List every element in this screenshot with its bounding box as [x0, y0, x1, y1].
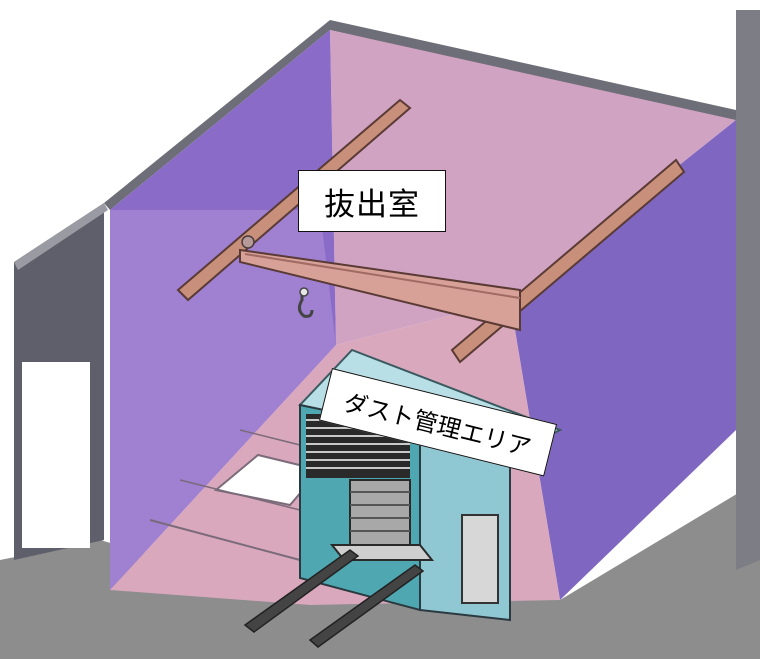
rail-left — [243, 549, 360, 633]
floor-grey — [0, 480, 760, 659]
crane-beam-left — [176, 98, 412, 302]
back-wall — [330, 30, 736, 345]
doorway-opening — [22, 362, 90, 548]
right-interior-wall — [510, 120, 736, 600]
crane-girder — [239, 248, 521, 332]
outer-wall-right — [736, 10, 760, 570]
floor-line — [239, 429, 301, 446]
rail-right — [308, 564, 425, 648]
crane-hook-icon — [241, 235, 314, 318]
left-interior-wall-lower — [110, 210, 336, 590]
floor-line — [179, 479, 301, 511]
extraction-room-label: 抜出室 — [298, 170, 446, 232]
outer-wall-left-top — [14, 203, 108, 270]
crane-rail-line — [244, 253, 521, 299]
floor-line — [149, 519, 301, 561]
enclosure-door — [461, 514, 499, 604]
